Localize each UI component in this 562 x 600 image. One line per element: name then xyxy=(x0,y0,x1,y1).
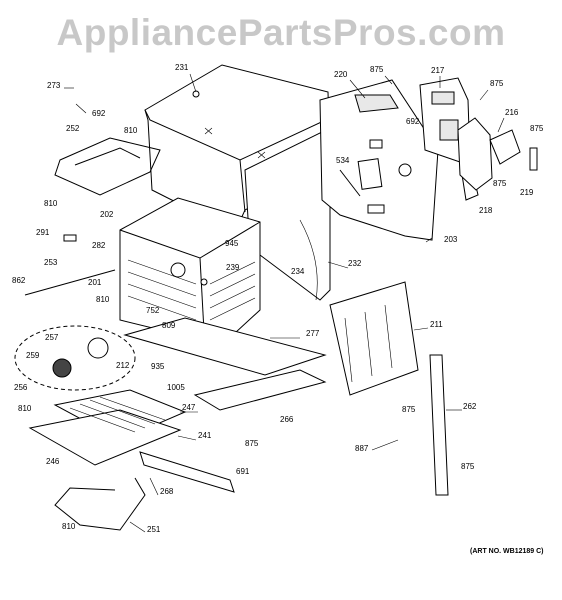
callout-945: 945 xyxy=(225,239,239,248)
callout-218: 218 xyxy=(479,206,493,215)
callout-810: 810 xyxy=(18,404,32,413)
callout-211: 211 xyxy=(430,320,443,329)
callout-220: 220 xyxy=(334,70,348,79)
callout-241: 241 xyxy=(198,431,212,440)
callout-266: 266 xyxy=(280,415,294,424)
callout-875: 875 xyxy=(530,124,544,133)
callout-810: 810 xyxy=(62,522,76,531)
callout-259: 259 xyxy=(26,351,40,360)
callout-203: 203 xyxy=(444,235,458,244)
callout-692: 692 xyxy=(92,109,106,118)
callout-875: 875 xyxy=(493,179,507,188)
watermark: AppliancePartsPros.com xyxy=(56,12,506,53)
bottom-212 xyxy=(123,317,327,376)
callout-202: 202 xyxy=(100,210,114,219)
callout-257: 257 xyxy=(45,333,59,342)
callout-256: 256 xyxy=(14,383,28,392)
leader-lines xyxy=(64,73,505,533)
callout-875: 875 xyxy=(490,79,504,88)
callout-282: 282 xyxy=(92,241,106,250)
callout-232: 232 xyxy=(348,259,362,268)
callout-935: 935 xyxy=(151,362,165,371)
callout-875: 875 xyxy=(461,462,475,471)
callout-262: 262 xyxy=(463,402,477,411)
callout-layer: 231 273 692 252 810 810 220 875 217 875 692 216 875 5… xyxy=(12,63,544,534)
callout-212: 212 xyxy=(116,361,130,370)
oven-cavity xyxy=(119,197,261,351)
callout-217: 217 xyxy=(431,66,445,75)
callout-246: 246 xyxy=(46,457,60,466)
broil-element xyxy=(54,137,161,196)
callout-219: 219 xyxy=(520,188,534,197)
callout-201: 201 xyxy=(88,278,102,287)
callout-231: 231 xyxy=(175,63,189,72)
callout-691: 691 xyxy=(236,467,250,476)
callout-291: 291 xyxy=(36,228,50,237)
callout-752: 752 xyxy=(146,306,160,315)
callout-810: 810 xyxy=(44,199,58,208)
callout-862: 862 xyxy=(12,276,26,285)
rail-268 xyxy=(139,451,235,493)
rod-253 xyxy=(24,269,116,296)
bake-element xyxy=(54,477,146,531)
callout-253: 253 xyxy=(44,258,58,267)
fan-group-outline xyxy=(14,325,136,391)
callout-268: 268 xyxy=(160,487,174,496)
bracket-220 xyxy=(354,94,399,113)
back-panel xyxy=(319,79,439,241)
control-bracket xyxy=(419,77,493,201)
art-number: (ART NO. WB12189 C) xyxy=(470,548,544,555)
callout-1005: 1005 xyxy=(167,383,185,392)
callout-247: 247 xyxy=(182,403,196,412)
callout-875: 875 xyxy=(245,439,259,448)
callout-810: 810 xyxy=(96,295,110,304)
callout-809: 809 xyxy=(162,321,176,330)
fan-blade xyxy=(52,358,72,378)
callout-216: 216 xyxy=(505,108,519,117)
trim-262 xyxy=(429,354,449,496)
outer-casing xyxy=(144,64,331,301)
fan-motor xyxy=(87,337,109,359)
callout-534: 534 xyxy=(336,156,350,165)
callout-277: 277 xyxy=(306,329,320,338)
part-291 xyxy=(63,234,77,242)
callout-875: 875 xyxy=(370,65,384,74)
door-liner xyxy=(329,281,419,396)
callout-692: 692 xyxy=(406,117,420,126)
clip-219 xyxy=(529,147,538,171)
callout-252: 252 xyxy=(66,124,80,133)
callout-251: 251 xyxy=(147,525,161,534)
callout-234: 234 xyxy=(291,267,305,276)
bottom-266 xyxy=(193,369,327,411)
broil-pan xyxy=(28,389,187,466)
bracket-216 xyxy=(489,129,521,165)
callout-810: 810 xyxy=(124,126,138,135)
callout-887: 887 xyxy=(355,444,369,453)
callout-875: 875 xyxy=(402,405,416,414)
callout-273: 273 xyxy=(47,81,61,90)
callout-239: 239 xyxy=(226,263,240,272)
